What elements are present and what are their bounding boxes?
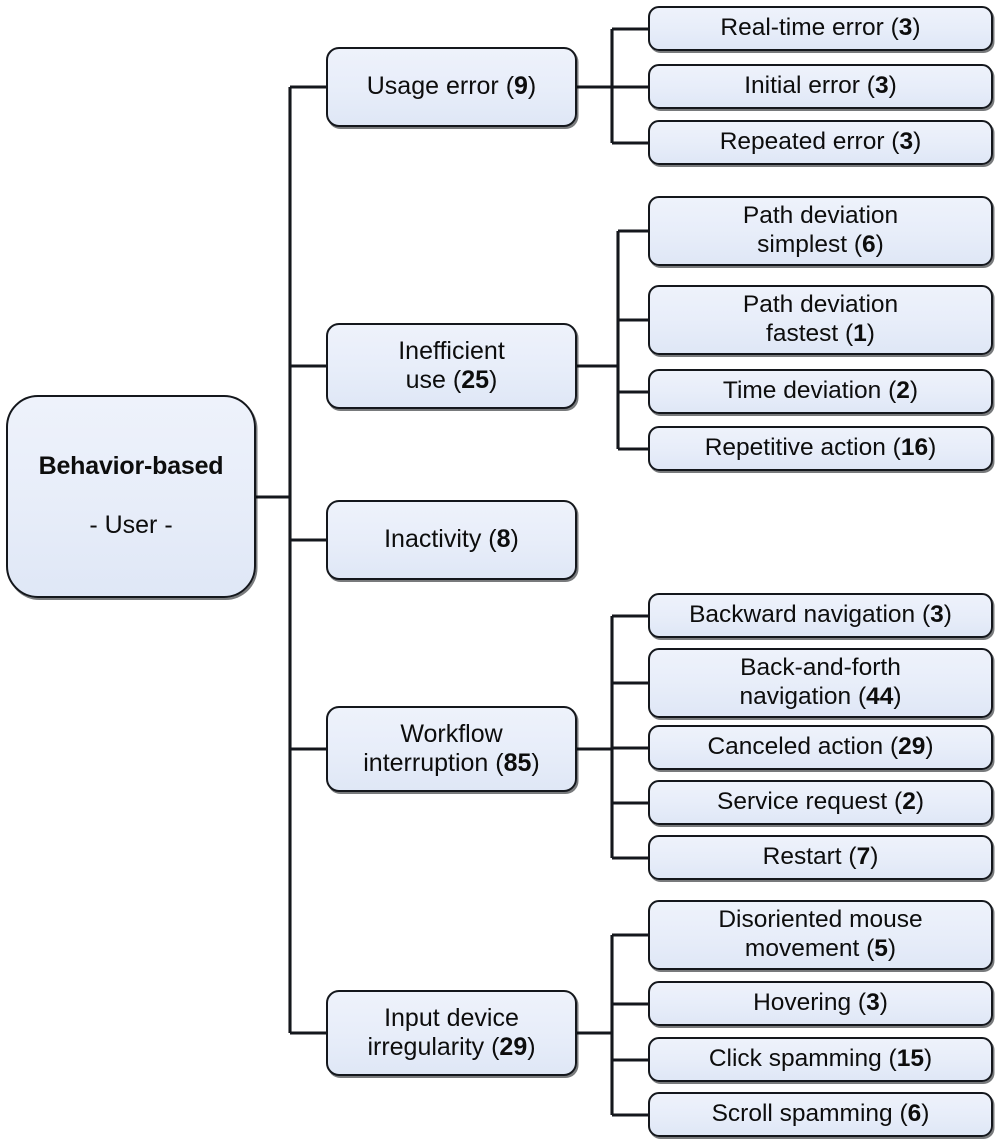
node-root-behavior-based: Behavior-based - User - xyxy=(6,395,256,598)
leaf-label-real-time-error: Real-time error (3) xyxy=(720,14,921,42)
leaf-label-restart: Restart (7) xyxy=(762,843,879,871)
leaf-label-time-deviation: Time deviation (2) xyxy=(722,377,919,405)
node-leaf-backward-navigation: Backward navigation (3) xyxy=(648,593,993,638)
category-label-inactivity: Inactivity (8) xyxy=(384,525,519,554)
node-category-usage-error: Usage error (9) xyxy=(326,47,577,127)
leaf-label-scroll-spamming: Scroll spamming (6) xyxy=(711,1100,930,1128)
node-leaf-repeated-error: Repeated error (3) xyxy=(648,120,993,165)
node-leaf-hovering: Hovering (3) xyxy=(648,981,993,1026)
node-leaf-canceled-action: Canceled action (29) xyxy=(648,725,993,770)
node-category-inactivity: Inactivity (8) xyxy=(326,500,577,580)
node-leaf-initial-error: Initial error (3) xyxy=(648,64,993,109)
node-leaf-scroll-spamming: Scroll spamming (6) xyxy=(648,1092,993,1137)
node-leaf-service-request: Service request (2) xyxy=(648,780,993,825)
leaf-label-click-spamming: Click spamming (15) xyxy=(708,1045,933,1073)
leaf-label-backward-navigation: Backward navigation (3) xyxy=(689,601,952,629)
node-leaf-real-time-error: Real-time error (3) xyxy=(648,6,993,51)
root-subtitle: - User - xyxy=(89,511,173,540)
leaf-label-initial-error: Initial error (3) xyxy=(744,72,897,100)
node-leaf-restart: Restart (7) xyxy=(648,835,993,880)
leaf-label-repetitive-action: Repetitive action (16) xyxy=(704,434,937,462)
leaf-label-canceled-action: Canceled action (29) xyxy=(707,733,934,761)
leaf-label-hovering: Hovering (3) xyxy=(753,989,888,1017)
root-title: Behavior-based xyxy=(38,452,224,481)
category-label-usage-error: Usage error (9) xyxy=(366,72,537,101)
node-leaf-time-deviation: Time deviation (2) xyxy=(648,369,993,414)
node-leaf-click-spamming: Click spamming (15) xyxy=(648,1037,993,1082)
leaf-label-service-request: Service request (2) xyxy=(717,788,924,816)
node-leaf-repetitive-action: Repetitive action (16) xyxy=(648,426,993,471)
leaf-label-repeated-error: Repeated error (3) xyxy=(719,128,922,156)
